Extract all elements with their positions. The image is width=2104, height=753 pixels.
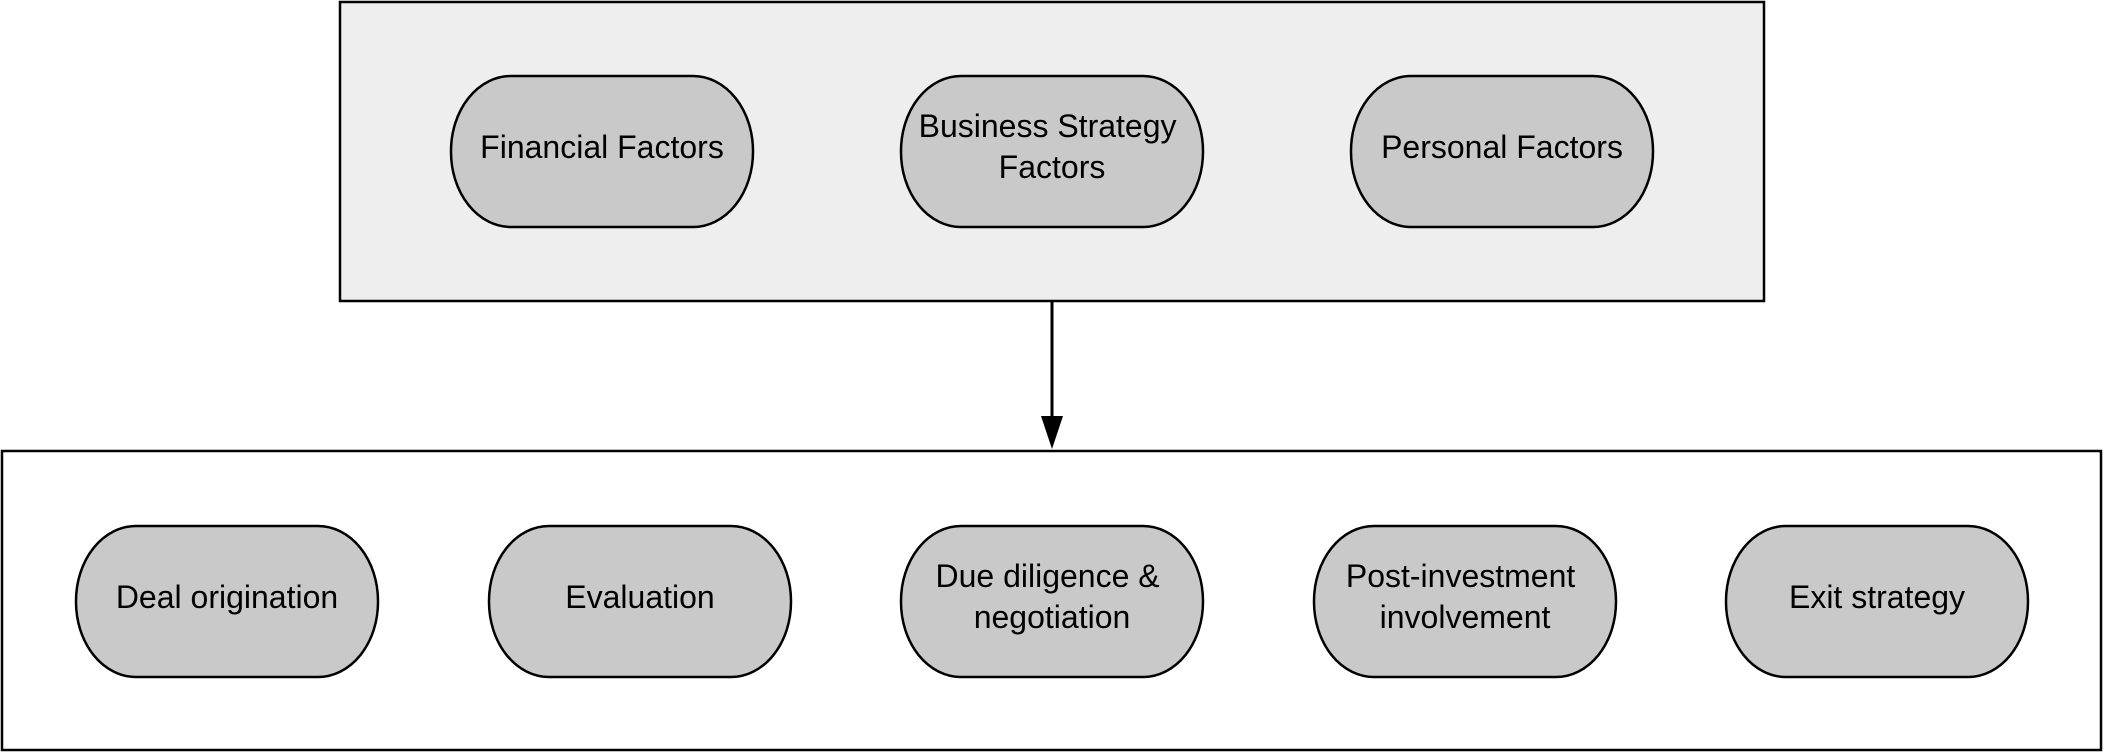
node-shape — [1312, 524, 1618, 679]
node-label: Exit strategy — [1789, 579, 1965, 615]
node-shape — [899, 524, 1205, 679]
arrowhead-icon — [1041, 416, 1063, 449]
node-business-strategy-factors: Business Strategy Factors — [899, 74, 1205, 229]
node-exit-strategy: Exit strategy — [1724, 524, 2030, 679]
node-label: Due diligence & negotiation — [935, 558, 1168, 635]
node-label: Financial Factors — [480, 129, 724, 165]
node-deal-origination: Deal origination — [74, 524, 380, 679]
node-label: Business Strategy Factors — [919, 108, 1186, 185]
node-shape — [899, 74, 1205, 229]
node-shape — [449, 74, 755, 229]
node-due-diligence-negotiation: Due diligence & negotiation — [899, 524, 1205, 679]
node-label: Evaluation — [565, 579, 714, 615]
node-evaluation: Evaluation — [487, 524, 793, 679]
node-shape — [1349, 74, 1655, 229]
node-shape — [487, 524, 793, 679]
node-label: Post-investment involvement — [1346, 558, 1584, 635]
node-financial-factors: Financial Factors — [449, 74, 755, 229]
node-post-investment-involvement: Post-investment involvement — [1312, 524, 1618, 679]
node-label: Deal origination — [116, 579, 338, 615]
node-label: Personal Factors — [1381, 129, 1623, 165]
node-shape — [1724, 524, 2030, 679]
node-personal-factors: Personal Factors — [1349, 74, 1655, 229]
node-shape — [74, 524, 380, 679]
